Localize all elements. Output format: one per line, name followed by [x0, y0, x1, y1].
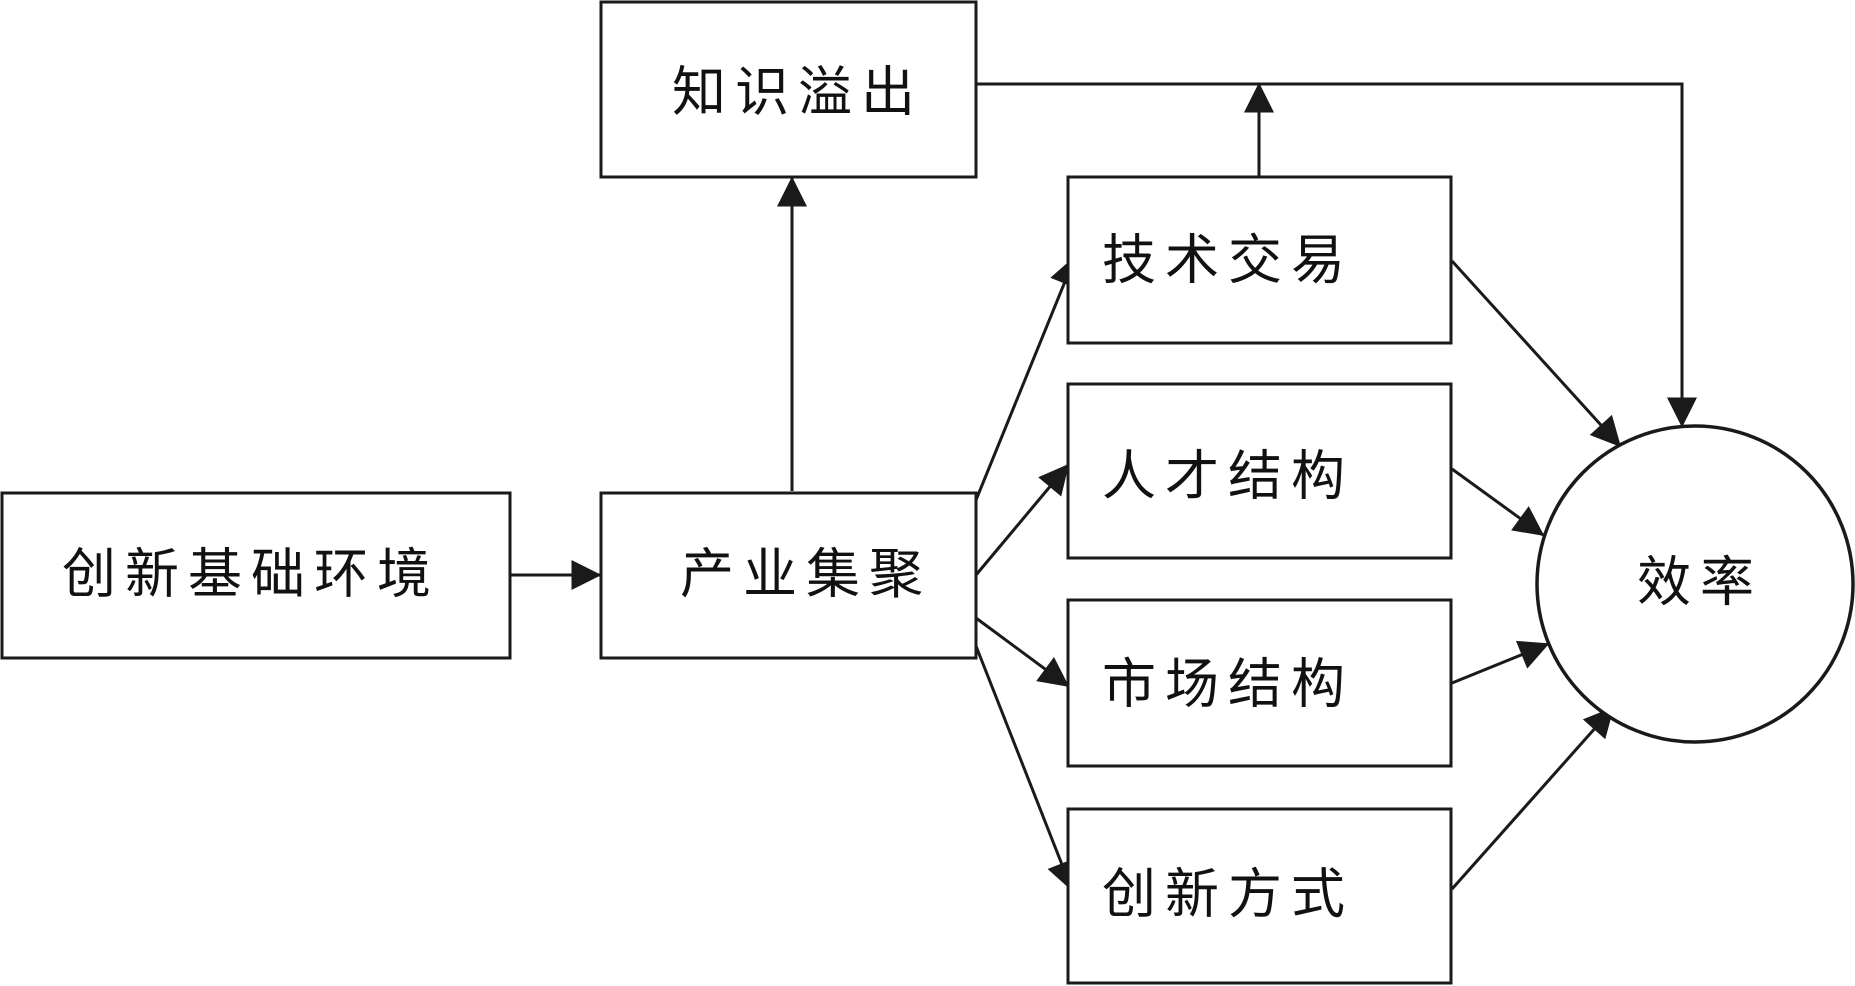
node-market-structure-label: 市场结构	[1102, 653, 1354, 716]
edge-innovation-mode-to-efficiency	[1450, 706, 1615, 890]
edge-talent-to-efficiency	[1451, 467, 1545, 537]
node-knowledge-spillover: 知识溢出	[599, 0, 978, 179]
node-innovation-environment: 创新基础环境	[0, 491, 512, 660]
edge-agglomeration-to-innovation-mode	[974, 645, 1076, 892]
node-talent-structure-label: 人才结构	[1102, 445, 1354, 508]
edge-agglomeration-to-tech-trade	[974, 255, 1079, 501]
node-knowledge-spillover-label: 知识溢出	[672, 61, 924, 124]
node-innovation-mode-label: 创新方式	[1102, 863, 1354, 926]
edge-tech-trade-to-efficiency	[1450, 259, 1622, 448]
node-innovation-mode: 创新方式	[1066, 807, 1453, 985]
node-talent-structure: 人才结构	[1066, 382, 1453, 560]
edges	[510, 82, 1697, 892]
edge-spillover-to-efficiency	[977, 82, 1697, 428]
node-industrial-agglomeration-label: 产业集聚	[680, 543, 932, 606]
edge-agglomeration-to-market	[975, 616, 1070, 688]
node-market-structure: 市场结构	[1066, 598, 1453, 768]
node-efficiency-label: 效率	[1637, 551, 1763, 614]
node-technology-trade-label: 技术交易	[1102, 229, 1354, 292]
edge-market-to-efficiency	[1451, 640, 1550, 685]
node-industrial-agglomeration: 产业集聚	[599, 491, 978, 660]
node-innovation-environment-label: 创新基础环境	[62, 543, 440, 606]
node-efficiency: 效率	[1535, 424, 1855, 744]
edge-agglomeration-to-talent	[974, 463, 1070, 576]
node-technology-trade: 技术交易	[1066, 175, 1453, 345]
